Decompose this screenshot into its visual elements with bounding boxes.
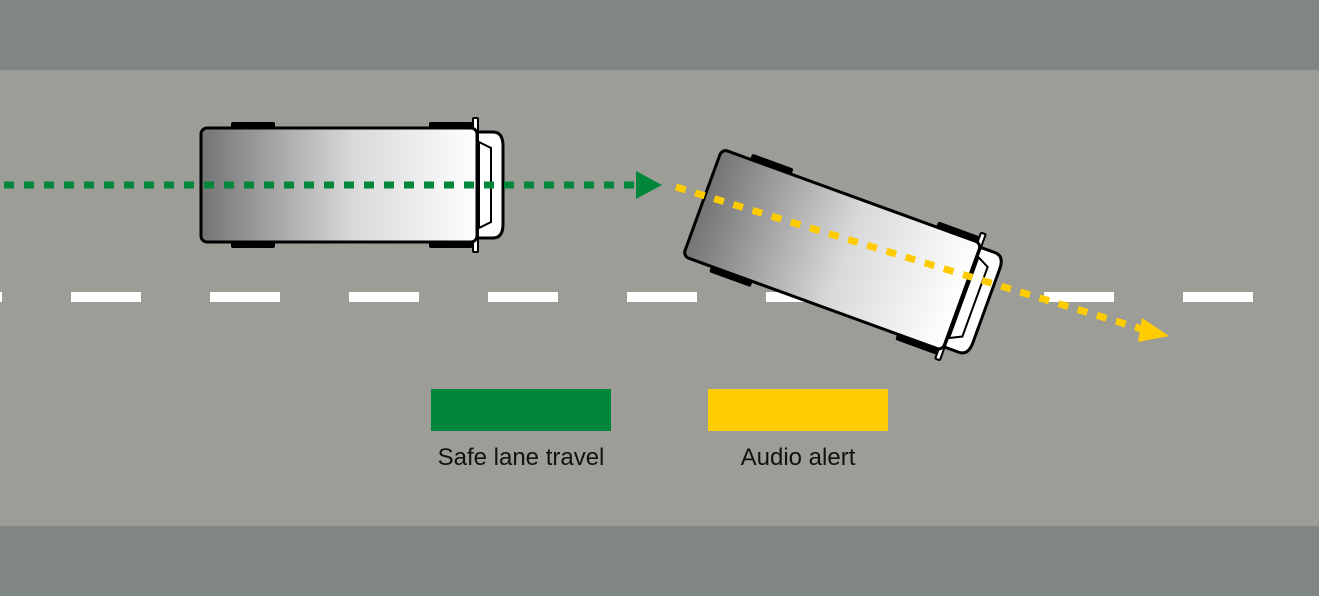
legend-label-safe: Safe lane travel: [391, 444, 651, 472]
legend-label-alert: Audio alert: [668, 444, 928, 472]
bottom-shoulder: [0, 526, 1319, 596]
top-shoulder: [0, 0, 1319, 70]
legend-swatch-alert: [708, 389, 888, 431]
legend-swatch-safe: [431, 389, 611, 431]
